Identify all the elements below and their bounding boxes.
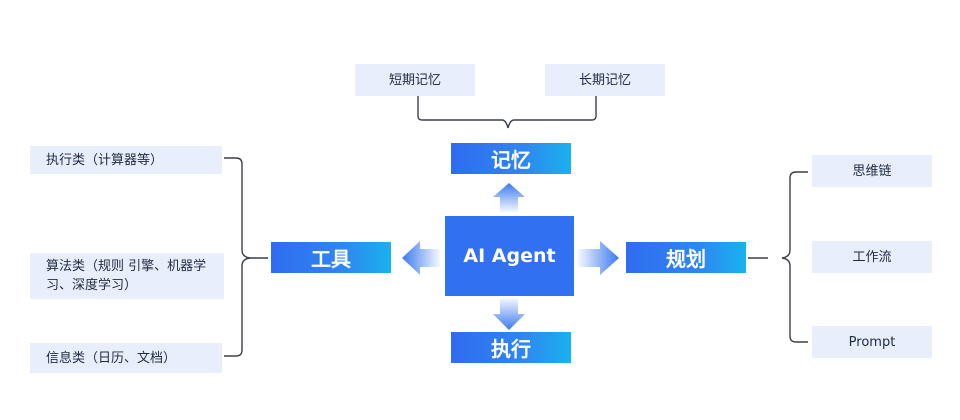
category-label: 规划 [666, 247, 706, 271]
tool-item-algorithm: 算法类（规则 引擎、机器学习、深度学习） [30, 253, 224, 299]
center-label: AI Agent [463, 245, 556, 267]
tool-item-label: 信息类（日历、文档） [46, 350, 177, 366]
arrow-down-icon [493, 298, 525, 330]
memory-item-label: 短期记忆 [388, 72, 441, 88]
category-execution: 执行 [451, 332, 571, 363]
category-label: 记忆 [491, 148, 531, 172]
arrow-up-icon [493, 183, 525, 212]
tool-item-label: 执行类（计算器等） [46, 152, 164, 168]
memory-item-short-term: 短期记忆 [355, 64, 475, 96]
tool-item-label: 算法类（规则 引擎、机器学习、深度学习） [46, 259, 207, 293]
tools-bracket [224, 157, 251, 357]
center-node: AI Agent [445, 216, 574, 296]
tool-item-information: 信息类（日历、文档） [30, 343, 222, 373]
planning-item-label: 思维链 [852, 163, 892, 179]
planning-item-label: Prompt [848, 334, 896, 350]
category-planning: 规划 [626, 242, 746, 273]
planning-item-chain-of-thought: 思维链 [812, 155, 932, 187]
memory-bracket [417, 96, 597, 129]
memory-item-long-term: 长期记忆 [545, 64, 665, 96]
category-label: 工具 [311, 247, 351, 271]
arrow-left-icon [402, 241, 440, 275]
category-memory: 记忆 [451, 143, 571, 174]
tool-item-execution: 执行类（计算器等） [30, 146, 222, 174]
planning-bracket [781, 171, 808, 343]
planning-item-workflow: 工作流 [812, 241, 932, 273]
memory-item-label: 长期记忆 [578, 72, 631, 88]
arrow-right-icon [578, 241, 619, 275]
category-label: 执行 [491, 337, 531, 361]
planning-item-prompt: Prompt [812, 326, 932, 358]
category-tools: 工具 [271, 242, 391, 273]
planning-item-label: 工作流 [852, 249, 892, 265]
